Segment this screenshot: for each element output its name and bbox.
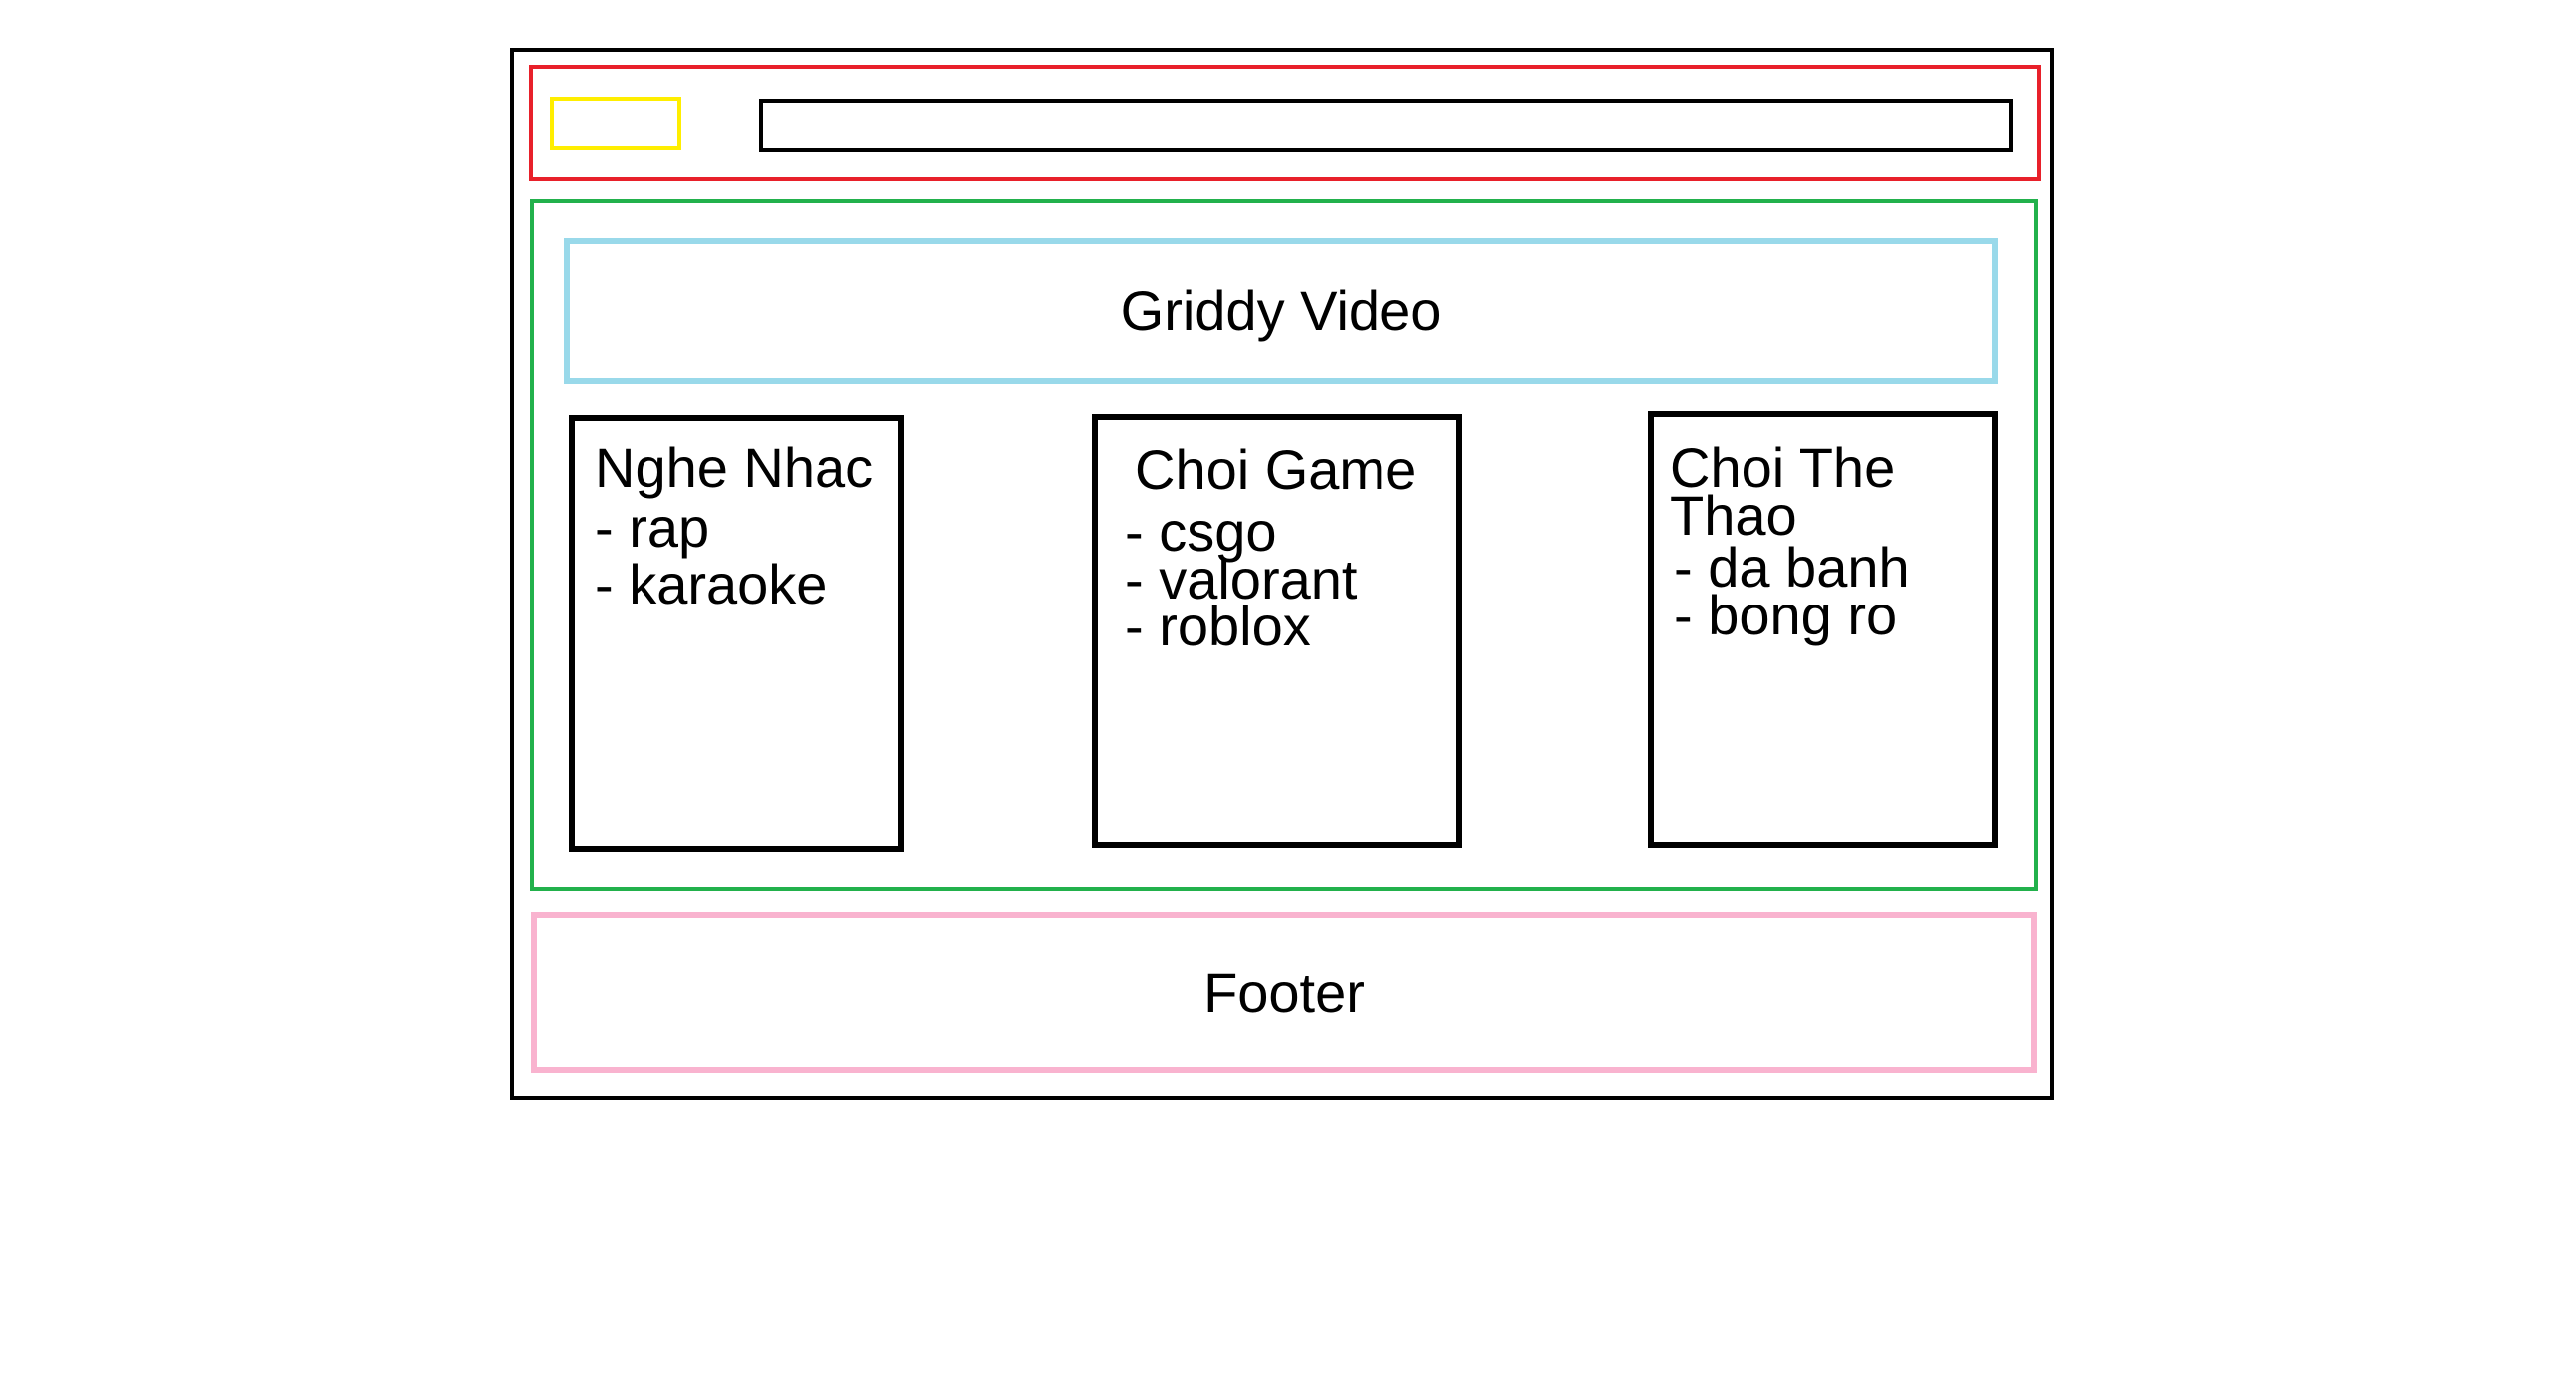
navbar-placeholder[interactable] (759, 99, 2013, 152)
category-card-music[interactable]: Nghe Nhac - rap - karaoke (569, 415, 904, 852)
card-item: - bong ro (1674, 584, 1898, 646)
main-content (530, 199, 2038, 891)
card-item: - valorant (1125, 548, 1358, 610)
card-title-line: Thao (1670, 484, 1797, 547)
footer: Footer (531, 912, 2037, 1073)
card-item: - roblox (1125, 595, 1311, 657)
card-item: - karaoke (595, 553, 828, 615)
category-card-sport[interactable]: Choi The Thao - da banh - bong ro (1648, 411, 1998, 848)
video-banner: Griddy Video (564, 238, 1998, 384)
card-item: - rap (595, 496, 710, 559)
card-item: - csgo (1125, 500, 1277, 563)
page-frame (510, 48, 2054, 1100)
banner-title: Griddy Video (1120, 279, 1442, 342)
category-card-game[interactable]: Choi Game - csgo - valorant - roblox (1092, 414, 1462, 848)
card-item: - da banh (1674, 536, 1910, 599)
logo-placeholder[interactable] (550, 97, 681, 150)
card-title: Choi Game (1135, 438, 1417, 501)
header (529, 65, 2041, 181)
card-title: Nghe Nhac (595, 436, 874, 499)
card-title-line: Choi The (1670, 436, 1896, 499)
footer-label: Footer (1203, 960, 1365, 1024)
